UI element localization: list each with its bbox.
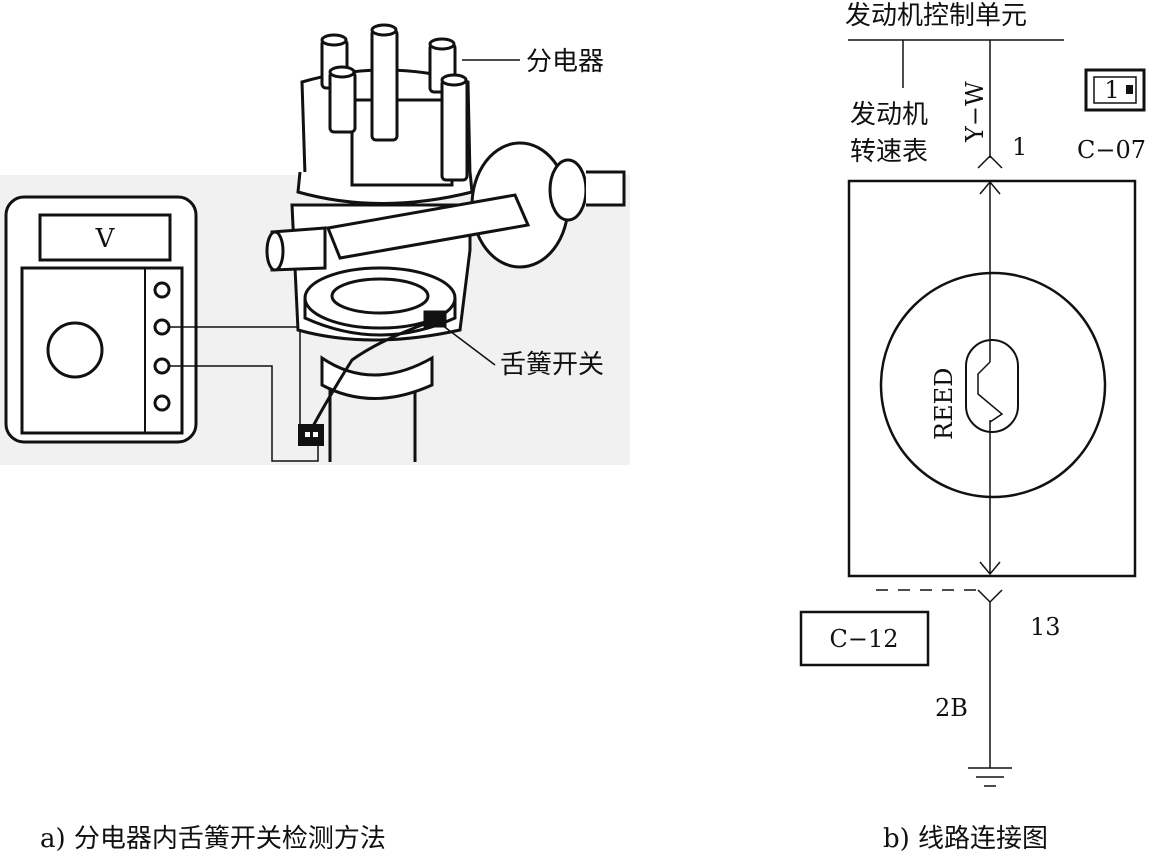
connector-chevron xyxy=(977,154,1003,169)
reed-capsule xyxy=(965,339,1019,433)
reed-contact xyxy=(977,361,1004,423)
pin-number-top: 1 xyxy=(1012,133,1027,161)
meter-jack xyxy=(153,281,171,299)
test-lead xyxy=(169,365,319,462)
arrow-down xyxy=(979,561,1001,576)
meter-dial xyxy=(46,321,104,379)
wire-color-bottom: 2B xyxy=(935,694,968,722)
label-distributor: 分电器 xyxy=(526,47,604,77)
distributor xyxy=(265,23,626,462)
meter-display xyxy=(38,213,172,262)
connector-code-bottom: C−12 xyxy=(829,625,898,653)
arrow-up xyxy=(979,180,1001,195)
label-reed-switch: 舌簧开关 xyxy=(500,350,604,380)
multimeter: V xyxy=(4,195,198,444)
caption-b: b) 线路连接图 xyxy=(883,824,1048,854)
meter-jack xyxy=(153,394,171,412)
wire-color-top: Y−W xyxy=(961,81,989,143)
connector-code-top: C−07 xyxy=(1077,136,1146,164)
meter-jack xyxy=(153,357,171,375)
left-illustration: V xyxy=(0,23,630,465)
meter-jack xyxy=(153,318,171,336)
tach-label-line1: 发动机 xyxy=(850,100,928,130)
connector-box-bottom xyxy=(799,610,930,667)
reed-label: REED xyxy=(930,368,958,440)
pin-number-bottom: 13 xyxy=(1030,613,1061,641)
meter-display-label: V xyxy=(95,224,116,254)
caption-a: a) 分电器内舌簧开关检测方法 xyxy=(40,824,386,854)
reed-circle xyxy=(879,271,1107,499)
connector-plug xyxy=(298,424,324,446)
wiring-diagram: 发动机控制单元 发动机 转速表 Y−W 1 1 C−07 REED 13 xyxy=(799,1,1146,787)
ground-icon xyxy=(968,767,1012,787)
callout-line xyxy=(437,321,496,366)
connector-chevron xyxy=(977,589,1003,604)
connector-icon-number: 1 xyxy=(1104,76,1119,104)
tach-label-line2: 转速表 xyxy=(850,137,928,167)
ecu-title: 发动机控制单元 xyxy=(845,1,1027,31)
sensor-wire xyxy=(310,320,431,429)
